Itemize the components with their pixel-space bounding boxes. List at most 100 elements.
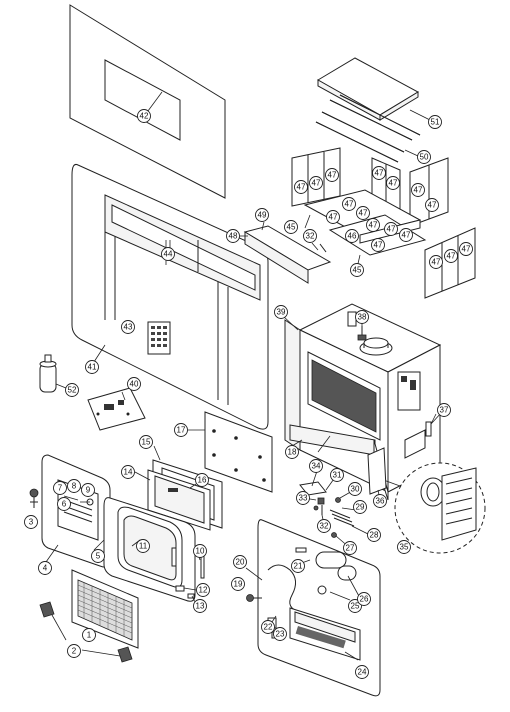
- callout-5: 5: [91, 549, 105, 563]
- callout-label-36: 36: [376, 497, 385, 506]
- callout-label-42: 42: [140, 112, 149, 121]
- callout-label-41: 41: [88, 363, 97, 372]
- callout-label-26: 26: [360, 595, 369, 604]
- callout-label-17: 17: [177, 426, 186, 435]
- callout-label-47-n: 47: [374, 241, 383, 250]
- callout-13: 13: [193, 599, 207, 613]
- knob-3: [29, 488, 39, 508]
- callout-label-45-upper: 45: [287, 223, 296, 232]
- callout-27: 27: [343, 541, 357, 555]
- callout-32-lower: 32: [317, 519, 331, 533]
- callout-32-upper: 32: [303, 229, 317, 243]
- callout-29: 29: [353, 500, 367, 514]
- callout-47-m: 47: [399, 228, 413, 242]
- callout-45-upper: 45: [284, 220, 298, 234]
- callout-4: 4: [38, 561, 52, 575]
- callout-label-21: 21: [294, 562, 303, 571]
- callout-label-13: 13: [196, 602, 205, 611]
- callout-19: 19: [231, 577, 245, 591]
- callout-label-35: 35: [400, 543, 409, 552]
- callout-8: 8: [67, 479, 81, 493]
- hearth-plate-18: [317, 435, 331, 453]
- callout-label-48: 48: [229, 232, 238, 241]
- callout-label-3: 3: [29, 518, 34, 527]
- callout-label-25: 25: [351, 602, 360, 611]
- callout-36: 36: [373, 494, 387, 508]
- callout-47-e: 47: [386, 176, 400, 190]
- callout-label-47-i: 47: [329, 213, 338, 222]
- callout-51: 51: [428, 115, 442, 129]
- callout-label-12: 12: [199, 586, 208, 595]
- callout-label-47-o: 47: [432, 258, 441, 267]
- callout-47-n: 47: [371, 238, 385, 252]
- callout-label-44: 44: [164, 250, 173, 259]
- callout-47-c: 47: [325, 168, 339, 182]
- callout-33: 33: [296, 491, 310, 505]
- baffle-bracket-48-49: [243, 225, 332, 284]
- callout-47-q: 47: [459, 242, 473, 256]
- callout-label-43: 43: [124, 323, 133, 332]
- callout-label-47-c: 47: [328, 171, 337, 180]
- callout-label-18: 18: [288, 448, 297, 457]
- callout-label-47-a: 47: [297, 183, 306, 192]
- callout-label-32-upper: 32: [306, 232, 315, 241]
- callout-41: 41: [85, 360, 99, 374]
- callout-28: 28: [367, 528, 381, 542]
- callout-label-9: 9: [86, 486, 91, 495]
- callout-52: 52: [65, 383, 79, 397]
- callout-1: 1: [82, 628, 96, 642]
- callout-49: 49: [255, 208, 269, 222]
- callout-label-47-e: 47: [389, 179, 398, 188]
- callout-34: 34: [309, 459, 323, 473]
- callout-label-29: 29: [356, 503, 365, 512]
- callout-45-lower: 45: [350, 263, 364, 277]
- callout-label-47-m: 47: [402, 231, 411, 240]
- callout-label-47-d: 47: [375, 169, 384, 178]
- control-decal-43: [147, 321, 171, 355]
- callout-label-51: 51: [431, 118, 440, 127]
- tube-rods-50: [315, 94, 421, 163]
- callout-label-10: 10: [196, 547, 205, 556]
- callout-24: 24: [355, 665, 369, 679]
- callout-label-47-p: 47: [447, 252, 456, 261]
- callout-20: 20: [233, 555, 247, 569]
- callout-18: 18: [285, 445, 299, 459]
- callout-40: 40: [127, 377, 141, 391]
- callout-label-45-lower: 45: [353, 266, 362, 275]
- callout-47-k: 47: [366, 218, 380, 232]
- callout-3: 3: [24, 515, 38, 529]
- callout-label-47-b: 47: [312, 179, 321, 188]
- callout-label-46: 46: [348, 232, 357, 241]
- callout-47-f: 47: [411, 183, 425, 197]
- callout-label-28: 28: [370, 531, 379, 540]
- callout-label-47-j: 47: [359, 209, 368, 218]
- callout-label-38: 38: [358, 313, 367, 322]
- callout-12: 12: [196, 583, 210, 597]
- callout-label-4: 4: [43, 564, 48, 573]
- callout-17: 17: [174, 423, 188, 437]
- glass-plate-17: [204, 411, 273, 493]
- callout-38: 38: [355, 310, 369, 324]
- callout-21: 21: [291, 559, 305, 573]
- callout-11: 11: [136, 539, 150, 553]
- callout-44: 44: [161, 247, 175, 261]
- callout-22: 22: [261, 620, 275, 634]
- callout-label-52: 52: [68, 386, 77, 395]
- callout-47-h: 47: [342, 197, 356, 211]
- callout-35: 35: [397, 540, 411, 554]
- door-assembly-10: [103, 497, 205, 602]
- callout-label-40: 40: [130, 380, 139, 389]
- callout-label-39: 39: [277, 308, 286, 317]
- callout-label-50: 50: [420, 153, 429, 162]
- callout-23: 23: [273, 627, 287, 641]
- surround-panel-42: [69, 4, 226, 199]
- callout-15: 15: [139, 435, 153, 449]
- bracket-36: [367, 447, 387, 495]
- fastener-37: [425, 413, 437, 437]
- sensor-52: [39, 354, 67, 393]
- callout-label-1: 1: [87, 631, 92, 640]
- callout-16: 16: [195, 473, 209, 487]
- callout-label-24: 24: [358, 668, 367, 677]
